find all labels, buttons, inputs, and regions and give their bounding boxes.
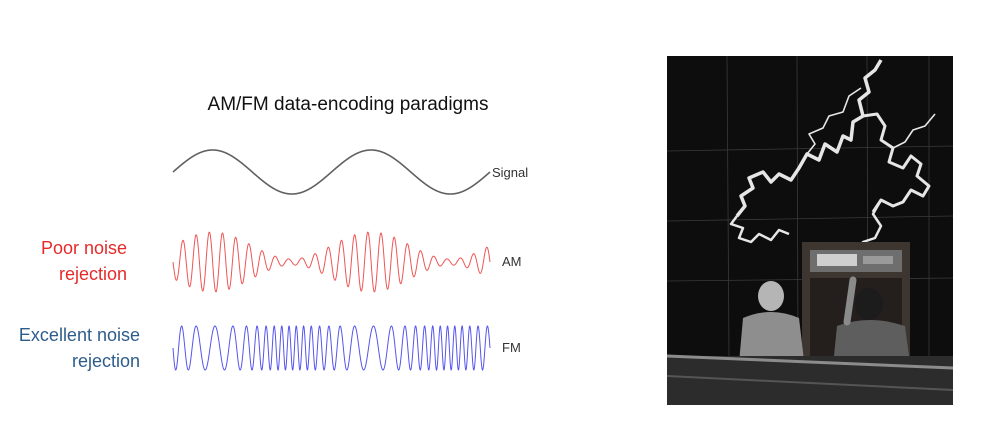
fm-noise-note-line1: Excellent noise [18, 325, 140, 345]
diagram-title: AM/FM data-encoding paradigms [207, 94, 489, 115]
fm-noise-note: Excellent noise rejection [19, 322, 140, 374]
am-label: AM [502, 254, 522, 269]
fm-label: FM [502, 340, 521, 355]
lightning-arc-photo-icon [667, 56, 953, 405]
am-noise-note: Poor noise rejection [41, 235, 127, 287]
signal-label: Signal [492, 165, 529, 180]
fm-waveform [172, 325, 491, 371]
am-waveform [172, 231, 491, 293]
am-noise-note-line2: rejection [58, 264, 127, 284]
am-noise-note-line1: Poor noise [40, 238, 127, 258]
fm-noise-note-line2: rejection [71, 351, 140, 371]
signal-waveform [172, 149, 491, 195]
